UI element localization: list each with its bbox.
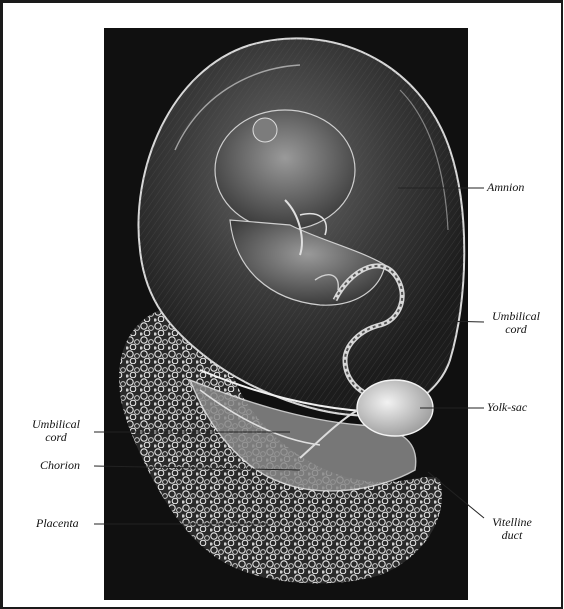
label-amnion: Amnion [487,181,524,194]
label-umbilical-cord-left: Umbilical cord [24,418,88,444]
label-umbilical-cord-right-line2: cord [484,323,548,336]
label-vitelline-duct: Vitelline duct [482,516,542,542]
label-umbilical-cord-left-line2: cord [24,431,88,444]
label-umbilical-cord-right: Umbilical cord [484,310,548,336]
label-vitelline-duct-line2: duct [482,529,542,542]
label-placenta: Placenta [36,517,79,530]
label-chorion: Chorion [40,459,80,472]
label-yolk-sac: Yolk-sac [487,401,527,414]
